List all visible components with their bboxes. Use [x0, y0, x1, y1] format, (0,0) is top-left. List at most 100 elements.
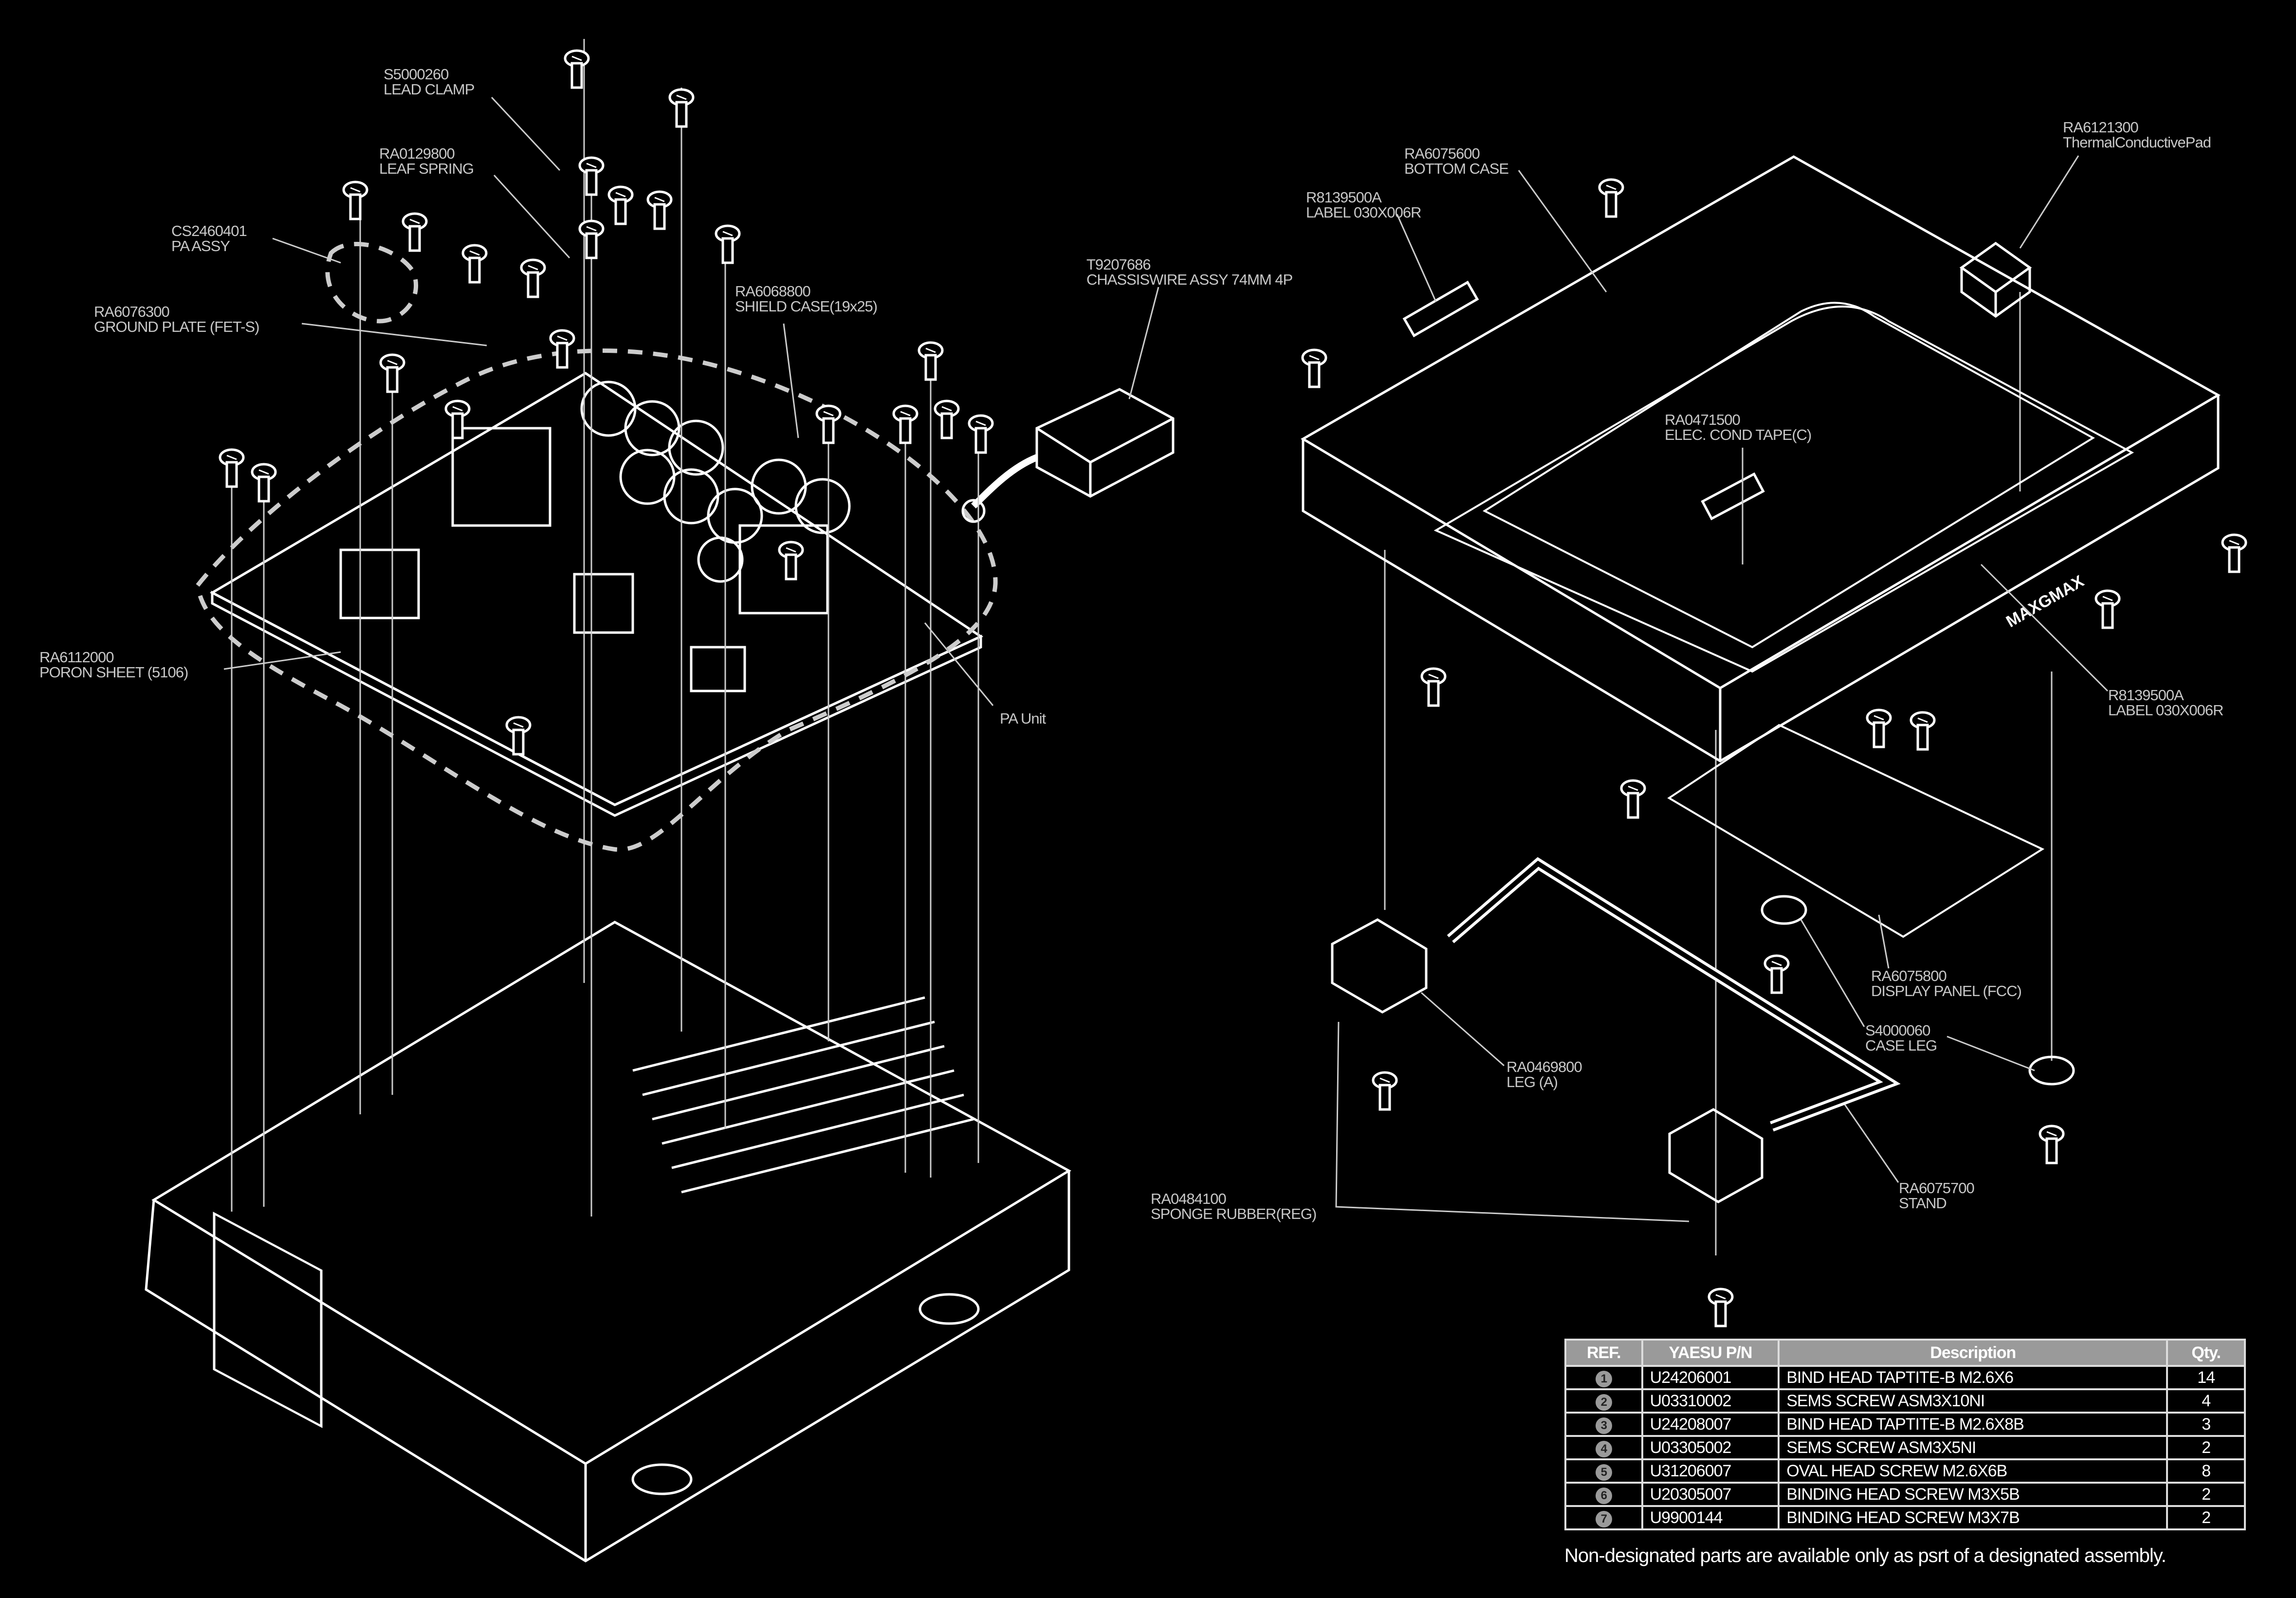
screws — [219, 49, 2247, 1327]
header-description: Description — [1778, 1339, 2168, 1367]
description-cell: SEMS SCREW ASM3X5NI — [1778, 1435, 2168, 1460]
screw-icon — [1372, 1071, 1398, 1111]
pn-cell: U9900144 — [1641, 1505, 1780, 1530]
screw-icon — [219, 448, 245, 488]
label-pa-unit: PA Unit — [1000, 710, 1046, 727]
screw-icon — [444, 400, 471, 439]
screw-icon — [379, 353, 405, 393]
qty-cell: 8 — [2166, 1458, 2246, 1484]
ref-badge: 6 — [1595, 1488, 1612, 1504]
screw-icon — [342, 181, 368, 220]
ref-cell: 2 — [1564, 1388, 1643, 1414]
qty-cell: 2 — [2166, 1482, 2246, 1507]
screw-icon — [251, 463, 277, 503]
qty-cell: 3 — [2166, 1412, 2246, 1437]
screw-icon — [578, 156, 605, 196]
legs — [1331, 895, 2075, 1203]
chassis-wire-assy — [961, 388, 1175, 523]
screw-icon — [1301, 348, 1327, 388]
pa-unit-board — [195, 241, 998, 852]
ref-cell: 6 — [1564, 1482, 1643, 1507]
qty-cell: 4 — [2166, 1388, 2246, 1414]
description-cell: BINDING HEAD SCREW M3X5B — [1778, 1482, 2168, 1507]
description-cell: OVAL HEAD SCREW M2.6X6B — [1778, 1458, 2168, 1484]
description-cell: BIND HEAD TAPTITE-B M2.6X8B — [1778, 1412, 2168, 1437]
toroid-coils — [580, 381, 851, 583]
screw-icon — [461, 244, 488, 284]
screw-icon — [1866, 708, 1892, 748]
heatsink-fins — [632, 996, 974, 1194]
screw-icon — [2039, 1125, 2065, 1164]
screw-icon — [402, 212, 428, 252]
pn-cell: U03305002 — [1641, 1435, 1780, 1460]
screw-icon — [520, 258, 546, 298]
screw-icon — [968, 414, 994, 454]
description-cell: BINDING HEAD SCREW M3X7B — [1778, 1505, 2168, 1530]
screw-icon — [1763, 954, 1790, 994]
ref-cell: 7 — [1564, 1505, 1643, 1530]
ref-badge: 1 — [1595, 1371, 1612, 1387]
ref-badge: 4 — [1595, 1441, 1612, 1457]
screw-icon — [505, 716, 532, 756]
screw-icon — [1708, 1288, 1734, 1327]
description-cell: SEMS SCREW ASM3X10NI — [1778, 1388, 2168, 1414]
thermal-pad — [1959, 241, 2032, 318]
ref-cell: 5 — [1564, 1458, 1643, 1484]
pn-cell: U20305007 — [1641, 1482, 1780, 1507]
qty-cell: 2 — [2166, 1505, 2246, 1530]
pn-cell: U03310002 — [1641, 1388, 1780, 1414]
screw-icon — [549, 329, 575, 369]
ref-badge: 2 — [1595, 1394, 1612, 1411]
screw-icon — [578, 219, 605, 259]
header-ref: REF. — [1564, 1339, 1643, 1367]
screw-icon — [607, 185, 634, 225]
screw-icon — [815, 404, 842, 444]
screw-icon — [1910, 711, 1936, 751]
qty-cell: 14 — [2166, 1365, 2246, 1390]
ref-cell: 1 — [1564, 1365, 1643, 1390]
ref-badge: 7 — [1595, 1511, 1612, 1527]
description-cell: BIND HEAD TAPTITE-B M2.6X6 — [1778, 1365, 2168, 1390]
ref-cell: 4 — [1564, 1435, 1643, 1460]
screw-icon — [1420, 667, 1447, 707]
screw-icon — [646, 190, 673, 230]
screw-icon — [934, 400, 960, 439]
header-qty: Qty. — [2166, 1339, 2246, 1367]
assembly-lines — [231, 39, 2053, 1255]
screw-icon — [715, 224, 741, 264]
parts-table-header: REF. YAESU P/N Description Qty. — [1564, 1339, 2246, 1367]
leader-lines — [223, 96, 2109, 1222]
screw-icon — [2221, 533, 2247, 573]
screw-icon — [2094, 589, 2121, 629]
display-panel — [1667, 724, 2045, 938]
screw-icon — [1620, 779, 1646, 819]
ref-badge: 3 — [1595, 1417, 1612, 1434]
parts-note: Non-designated parts are available only … — [1564, 1545, 2167, 1566]
screw-icon — [892, 404, 918, 444]
screw-icon — [778, 541, 804, 581]
screw-icon — [1598, 178, 1624, 218]
header-pn: YAESU P/N — [1641, 1339, 1780, 1367]
